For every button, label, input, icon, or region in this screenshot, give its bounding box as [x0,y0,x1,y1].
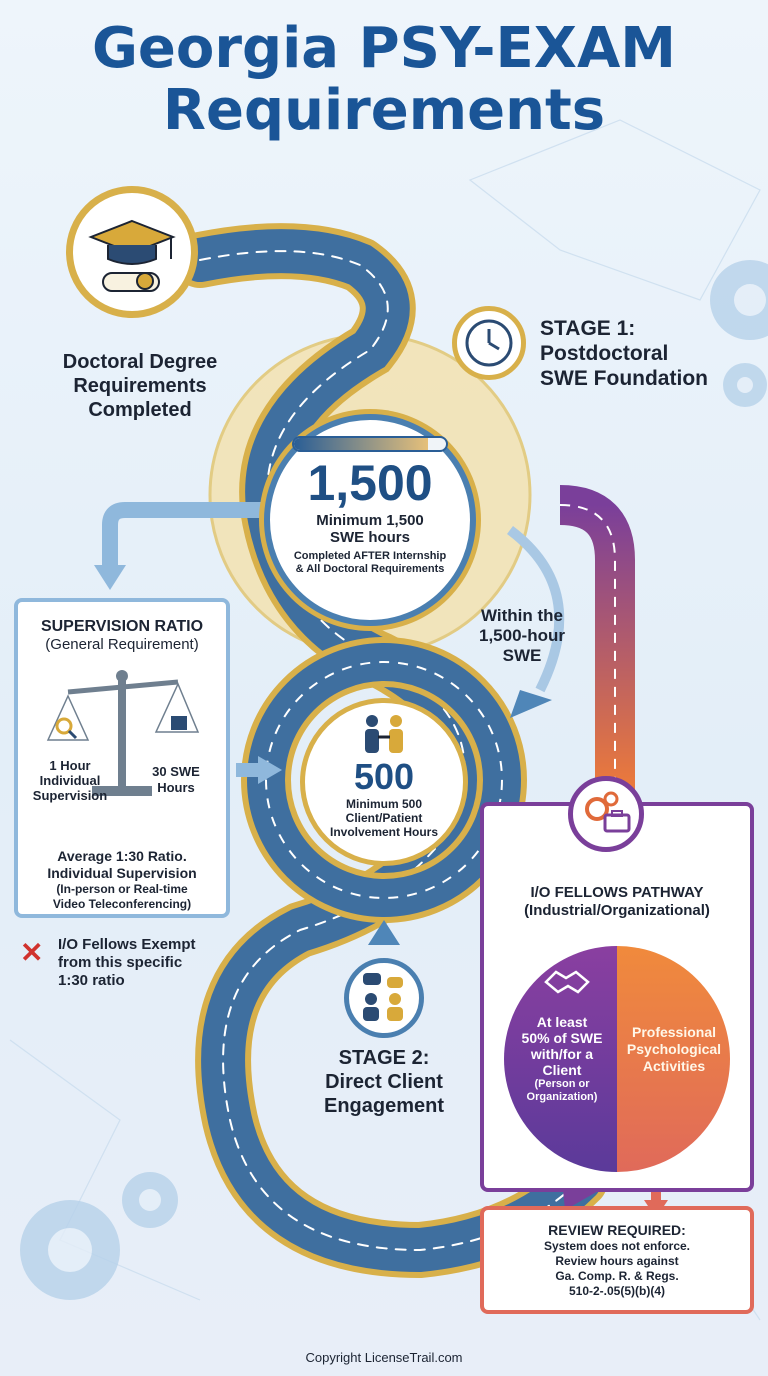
io-professional-half [617,946,730,1172]
review-line-2: Review hours against [555,1254,679,1268]
stage1-label: STAGE 1: Postdoctoral SWE Foundation [540,316,760,391]
hours-1500-line-1: Minimum 1,500 [316,512,424,529]
stage1-line-2: Postdoctoral [540,342,669,365]
handshake-people-icon [365,715,403,753]
supervision-right-label: 30 SWE Hours [134,764,218,796]
gear-decoration-icon [20,260,768,1300]
clock-icon [465,319,513,367]
stage1-line-3: SWE Foundation [540,367,708,390]
hours-500-circle: 500 Minimum 500 Client/Patient Involveme… [300,698,468,866]
graduation-cap-diploma-icon [88,219,176,292]
within-line-2: 1,500-hour [479,626,565,645]
page-title: Georgia PSY-EXAM Requirements [0,18,768,142]
io-left-3: with/for a [530,1046,594,1062]
scale-icon [46,670,200,796]
stage1-line-1: STAGE 1: [540,317,636,340]
hours-500-value: 500 [353,756,415,797]
io-subtitle: (Industrial/Organizational) [524,902,710,919]
io-split-circle: At least 50% of SWE with/for a Client (P… [504,946,730,1172]
io-professional-text: Professional Psychological Activities [620,1024,728,1075]
start-line-2: Requirements [73,375,207,397]
io-left-1: At least [536,1014,588,1030]
io-left-2: 50% of SWE [521,1030,603,1046]
copyright-footer: Copyright LicenseTrail.com [305,1350,463,1365]
hours-1500-circle: 1,500 Minimum 1,500 SWE hours Completed … [264,414,476,626]
within-label: Within the 1,500-hour SWE [462,606,582,666]
hours-500-line-2: Client/Patient [345,811,423,825]
exempt-line-2: from this specific [58,954,183,971]
io-client-half [504,946,617,1172]
within-line-1: Within the [481,606,563,625]
supervision-right-1: 30 SWE [152,764,200,779]
start-line-3: Completed [88,399,192,421]
supervision-title: SUPERVISION RATIO [40,618,204,635]
arrow-up-stage2 [368,920,400,945]
io-right-2: Psychological [626,1041,722,1057]
supervision-left-label: 1 Hour Individual Supervision [20,758,120,803]
hours-1500-note-2: & All Doctoral Requirements [295,563,445,575]
io-road [559,485,635,790]
handshake-icon [544,970,590,994]
start-line-1: Doctoral Degree [62,351,218,373]
hours-1500-progress-bar [292,436,448,452]
io-title: I/O FELLOWS PATHWAY [530,884,704,901]
io-right-3: Activities [642,1058,706,1074]
io-left-6: Organization) [526,1091,598,1103]
io-client-text: At least 50% of SWE with/for a Client (P… [510,1014,614,1104]
conversation-badge [344,958,424,1038]
supervision-avg-1: Average 1:30 Ratio. [57,848,187,864]
stage2-label: STAGE 2: Direct Client Engagement [294,1046,474,1118]
hours-1500-progress-fill [294,438,428,450]
hours-500-line-3: Involvement Hours [329,825,439,839]
review-line-1: System does not enforce. [543,1239,691,1253]
x-mark-icon: ✕ [20,937,44,968]
title-line-2: Requirements [162,78,606,143]
io-fellows-box: I/O FELLOWS PATHWAY (Industrial/Organiza… [480,802,754,1192]
hours-1500-value: 1,500 [307,455,433,511]
supervision-avg-4: Video Teleconferencing) [52,897,192,911]
supervision-left-3: Supervision [32,788,108,803]
supervision-left-1: 1 Hour [49,758,91,773]
arrow-to-supervision [102,502,265,570]
review-required-box: REVIEW REQUIRED: System does not enforce… [480,1206,754,1314]
hours-500-line-1: Minimum 500 [345,797,423,811]
gears-briefcase-badge [568,776,644,852]
supervision-average: Average 1:30 Ratio. Individual Supervisi… [18,848,226,912]
supervision-avg-3: (In-person or Real-time [56,882,188,896]
supervision-avg-2: Individual Supervision [47,865,197,881]
hours-1500-note-1: Completed AFTER Internship [293,550,447,562]
arrow-within [506,526,565,693]
exempt-line-3: 1:30 ratio [58,972,125,989]
review-line-3: Ga. Comp. R. & Regs. [555,1269,679,1283]
review-line-4: 510-2-.05(5)(b)(4) [568,1284,666,1298]
within-line-3: SWE [502,646,542,665]
supervision-left-2: Individual [39,773,101,788]
start-label: Doctoral Degree Requirements Completed [40,350,240,422]
stage2-line-2: Direct Client [325,1071,443,1093]
stage2-line-1: STAGE 2: [338,1047,430,1069]
hours-1500-line-2: SWE hours [329,529,410,546]
stage2-line-3: Engagement [323,1095,445,1117]
exempt-note: I/O Fellows Exempt from this specific 1:… [58,936,238,990]
title-line-1: Georgia PSY-EXAM [91,16,677,81]
supervision-subtitle: (General Requirement) [45,636,199,653]
supervision-ratio-box: SUPERVISION RATIO (General Requirement) … [14,598,230,918]
io-left-4: Client [542,1062,582,1078]
exempt-line-1: I/O Fellows Exempt [58,936,196,953]
graduation-badge [66,186,198,318]
io-right-1: Professional [631,1024,717,1040]
clock-badge [452,306,526,380]
conversation-icon [363,973,403,1021]
io-left-5: (Person or [534,1078,590,1090]
review-title: REVIEW REQUIRED: [548,1222,686,1238]
supervision-right-2: Hours [157,780,195,795]
gears-briefcase-icon [585,791,631,833]
